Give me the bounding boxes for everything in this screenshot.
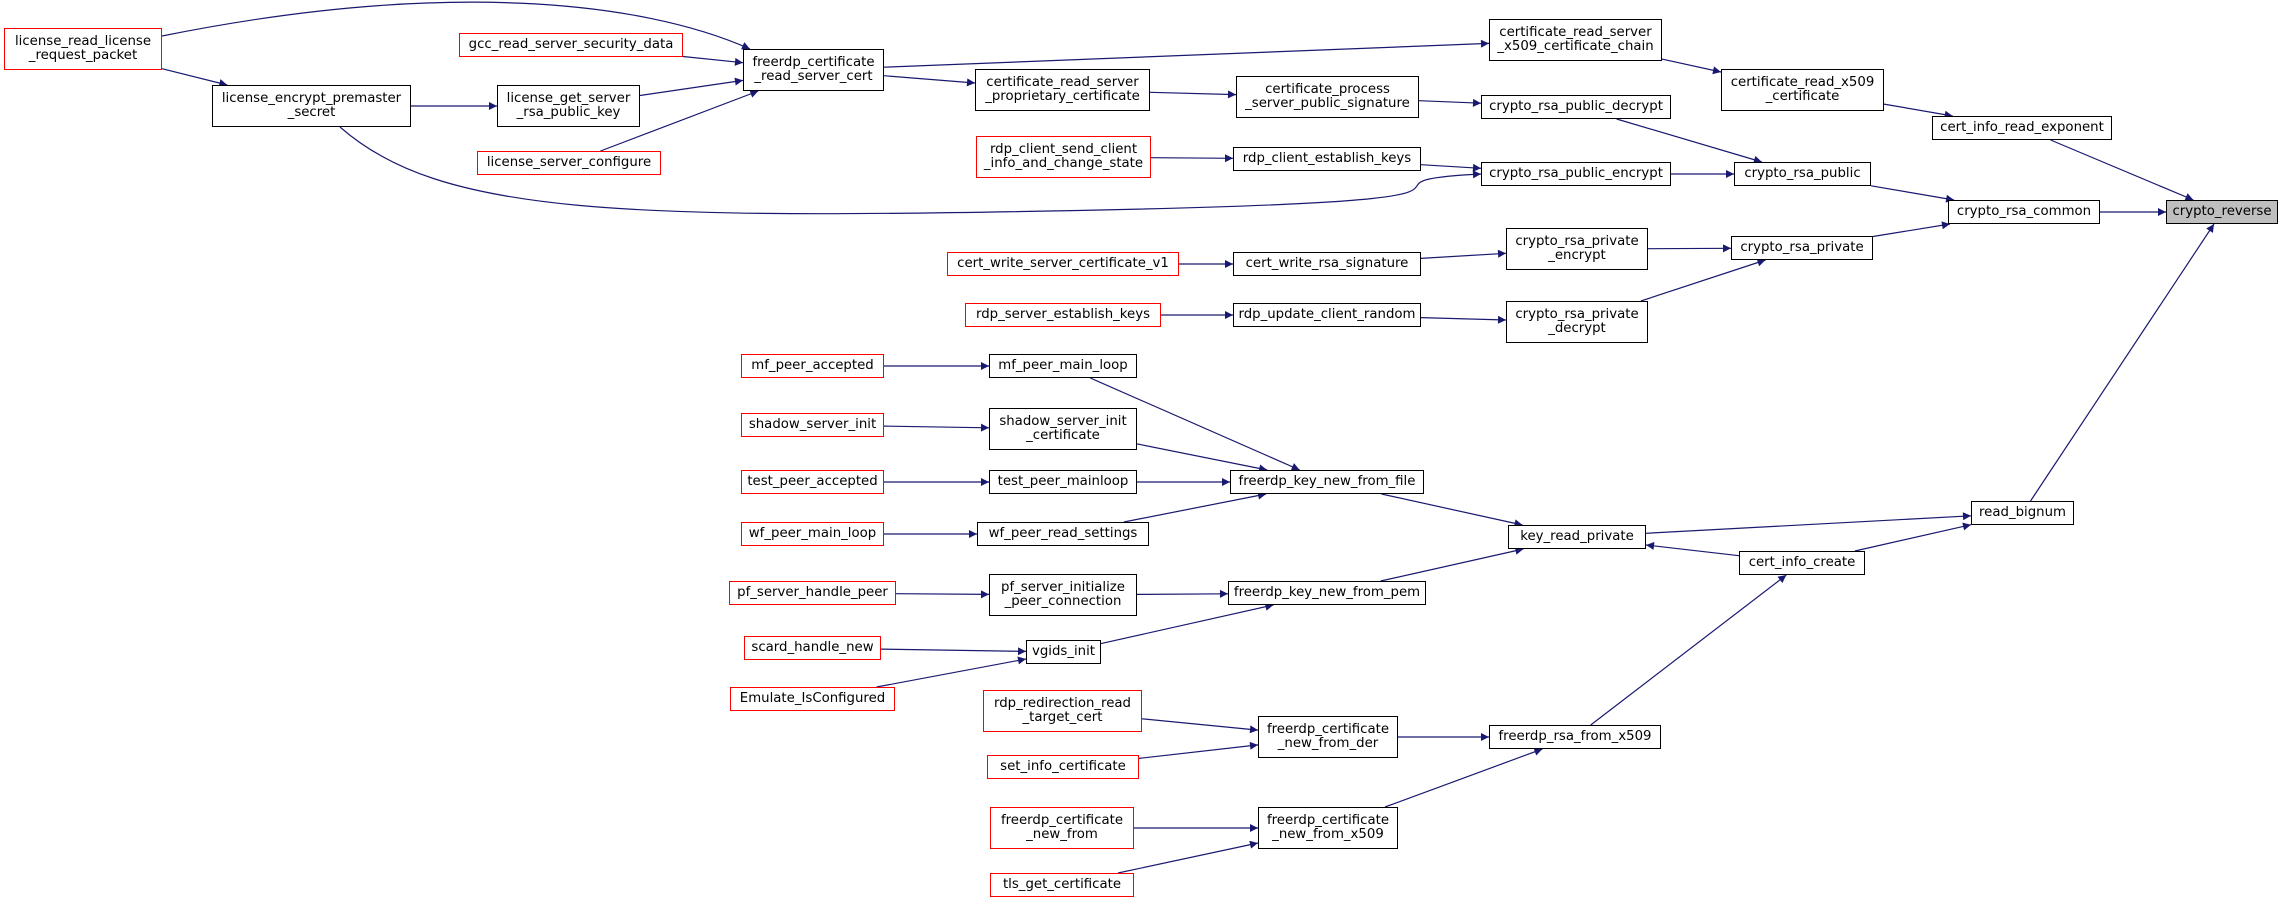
node-wf-peer-main-loop[interactable]: wf_peer_main_loop [741,522,884,546]
node-certificate-read-server-x509-certificate-chain[interactable]: certificate_read_server _x509_certificat… [1489,19,1662,61]
node-freerdp-key-new-from-file[interactable]: freerdp_key_new_from_file [1230,470,1424,494]
node-freerdp-certificate-new-from-der[interactable]: freerdp_certificate _new_from_der [1258,716,1398,758]
edge-gcc_read_server_security_data-to-freerdp_certificate_read_server_cert [682,55,744,66]
edge-certificate_read_server_x509_certificate_chain-to-certificate_read_x509_certificate [1661,58,1722,75]
node-certificate-read-server-proprietary-certificate[interactable]: certificate_read_server _proprietary_cer… [975,69,1150,111]
node-cert-info-read-exponent[interactable]: cert_info_read_exponent [1932,116,2112,140]
edge-shadow_server_init-to-shadow_server_init_certificate [883,423,990,432]
node-mf-peer-accepted[interactable]: mf_peer_accepted [741,354,884,378]
edge-license_server_configure-to-freerdp_certificate_read_server_cert [600,90,759,152]
edge-key_read_private-to-read_bignum [1645,512,1972,534]
node-cert-write-rsa-signature[interactable]: cert_write_rsa_signature [1233,252,1421,276]
node-freerdp-rsa-from-x509[interactable]: freerdp_rsa_from_x509 [1489,725,1661,749]
node-crypto-rsa-private[interactable]: crypto_rsa_private [1731,236,1873,260]
node-freerdp-certificate-new-from-x509[interactable]: freerdp_certificate _new_from_x509 [1258,807,1398,849]
edge-license_get_server_rsa_public_key-to-freerdp_certificate_read_server_cert [639,77,744,97]
edge-crypto_rsa_private-to-crypto_rsa_common [1872,221,1951,238]
edge-wf_peer_read_settings-to-freerdp_key_new_from_file [1123,491,1267,523]
edge-rdp_redirection_read_target_cert-to-freerdp_certificate_new_from_der [1141,718,1259,734]
node-vgids-init[interactable]: vgids_init [1026,640,1101,664]
edge-rdp_update_client_random-to-crypto_rsa_private_decrypt [1420,315,1507,324]
node-read-bignum[interactable]: read_bignum [1971,501,2074,525]
node-set-info-certificate[interactable]: set_info_certificate [987,755,1139,779]
node-certificate-read-x509-certificate[interactable]: certificate_read_x509 _certificate [1721,69,1884,111]
edge-cert_write_rsa_signature-to-crypto_rsa_private_encrypt [1420,249,1507,259]
edge-crypto_rsa_public_decrypt-to-crypto_rsa_public [1616,118,1763,164]
edge-freerdp_key_new_from_pem-to-key_read_private [1380,546,1524,582]
node-rdp-client-send-client-info-and-change-state[interactable]: rdp_client_send_client _info_and_change_… [976,136,1151,178]
node-crypto-rsa-public-decrypt[interactable]: crypto_rsa_public_decrypt [1481,95,1671,119]
node-pf-server-initialize-peer-connection[interactable]: pf_server_initialize _peer_connection [989,574,1137,616]
edge-tls_get_certificate-to-freerdp_certificate_new_from_x509 [1117,840,1259,874]
node-key-read-private[interactable]: key_read_private [1508,525,1646,549]
edge-freerdp_certificate_new_from_x509-to-freerdp_rsa_from_x509 [1384,748,1543,808]
edge-vgids_init-to-freerdp_key_new_from_pem [1100,602,1274,645]
node-rdp-redirection-read-target-cert[interactable]: rdp_redirection_read _target_cert [983,690,1142,732]
node-freerdp-certificate-read-server-cert[interactable]: freerdp_certificate _read_server_cert [743,49,884,91]
edge-shadow_server_init_certificate-to-freerdp_key_new_from_file [1136,443,1268,473]
edge-Emulate_IsConfigured-to-vgids_init [876,656,1027,688]
edge-license_read_license_request_packet-to-license_encrypt_premaster_secret [161,68,228,87]
edge-cert_info_create-to-read_bignum [1854,522,1972,552]
node-wf-peer-read-settings[interactable]: wf_peer_read_settings [977,522,1149,546]
node-mf-peer-main-loop[interactable]: mf_peer_main_loop [989,354,1137,378]
node-crypto-rsa-public-encrypt[interactable]: crypto_rsa_public_encrypt [1481,162,1671,186]
edge-cert_info_read_exponent-to-crypto_reverse [2050,139,2194,201]
node-license-get-server-rsa-public-key[interactable]: license_get_server _rsa_public_key [497,85,640,127]
node-freerdp-certificate-new-from[interactable]: freerdp_certificate _new_from [990,807,1134,849]
node-crypto-rsa-public[interactable]: crypto_rsa_public [1734,162,1871,186]
edge-pf_server_initialize_peer_connection-to-freerdp_key_new_from_pem [1136,589,1229,598]
node-cert-write-server-certificate-v1[interactable]: cert_write_server_certificate_v1 [947,252,1179,276]
node-emulate-isconfigured[interactable]: Emulate_IsConfigured [730,687,895,711]
node-shadow-server-init[interactable]: shadow_server_init [741,413,884,437]
node-pf-server-handle-peer[interactable]: pf_server_handle_peer [729,581,896,605]
node-rdp-client-establish-keys[interactable]: rdp_client_establish_keys [1233,147,1421,171]
edge-crypto_rsa_public-to-crypto_rsa_common [1870,185,1955,203]
edge-scard_handle_new-to-vgids_init [880,647,1027,656]
edge-freerdp_certificate_read_server_cert-to-certificate_read_server_x509_certificate_chain [883,39,1490,68]
node-rdp-server-establish-keys[interactable]: rdp_server_establish_keys [965,303,1161,327]
node-tls-get-certificate[interactable]: tls_get_certificate [990,873,1134,897]
edge-certificate_read_server_proprietary_certificate-to-certificate_process_server_public_signature [1149,90,1237,99]
node-rdp-update-client-random[interactable]: rdp_update_client_random [1233,303,1421,327]
edge-rdp_client_establish_keys-to-crypto_rsa_public_encrypt [1420,163,1482,172]
node-freerdp-key-new-from-pem[interactable]: freerdp_key_new_from_pem [1228,581,1426,605]
edge-set_info_certificate-to-freerdp_certificate_new_from_der [1138,741,1259,759]
edge-cert_info_create-to-key_read_private [1645,541,1740,557]
edge-rdp_client_send_client_info_and_change_state-to-rdp_client_establish_keys [1150,154,1234,163]
edge-certificate_process_server_public_signature-to-crypto_rsa_public_decrypt [1418,98,1482,107]
edge-certificate_read_x509_certificate-to-cert_info_read_exponent [1883,103,1953,119]
node-shadow-server-init-certificate[interactable]: shadow_server_init _certificate [989,408,1137,450]
node-license-read-license-request-packet[interactable]: license_read_license _request_packet [4,28,162,70]
edge-pf_server_handle_peer-to-pf_server_initialize_peer_connection [895,590,990,599]
node-test-peer-mainloop[interactable]: test_peer_mainloop [989,470,1137,494]
edge-license_encrypt_premaster_secret-to-crypto_rsa_public_encrypt [339,126,1482,215]
node-crypto-rsa-private-decrypt[interactable]: crypto_rsa_private _decrypt [1506,301,1648,343]
edge-license_read_license_request_packet-to-freerdp_certificate_read_server_cert [161,1,751,50]
edge-mf_peer_main_loop-to-freerdp_key_new_from_file [1090,377,1300,471]
node-crypto-reverse: crypto_reverse [2166,200,2278,224]
node-crypto-rsa-common[interactable]: crypto_rsa_common [1948,200,2100,224]
edge-crypto_rsa_private_decrypt-to-crypto_rsa_private [1640,258,1766,302]
edge-freerdp_key_new_from_file-to-key_read_private [1381,493,1523,528]
edge-read_bignum-to-crypto_reverse [2029,223,2215,502]
edge-freerdp_certificate_read_server_cert-to-certificate_read_server_proprietary_certificate [883,75,976,87]
node-scard-handle-new[interactable]: scard_handle_new [744,636,881,660]
node-license-encrypt-premaster-secret[interactable]: license_encrypt_premaster _secret [212,85,411,127]
node-test-peer-accepted[interactable]: test_peer_accepted [741,470,884,494]
node-cert-info-create[interactable]: cert_info_create [1739,551,1865,575]
node-crypto-rsa-private-encrypt[interactable]: crypto_rsa_private _encrypt [1506,228,1648,270]
node-gcc-read-server-security-data[interactable]: gcc_read_server_security_data [459,33,683,57]
node-license-server-configure[interactable]: license_server_configure [477,151,661,175]
node-certificate-process-server-public-signature[interactable]: certificate_process _server_public_signa… [1236,76,1419,118]
edge-freerdp_rsa_from_x509-to-cert_info_create [1590,574,1787,726]
